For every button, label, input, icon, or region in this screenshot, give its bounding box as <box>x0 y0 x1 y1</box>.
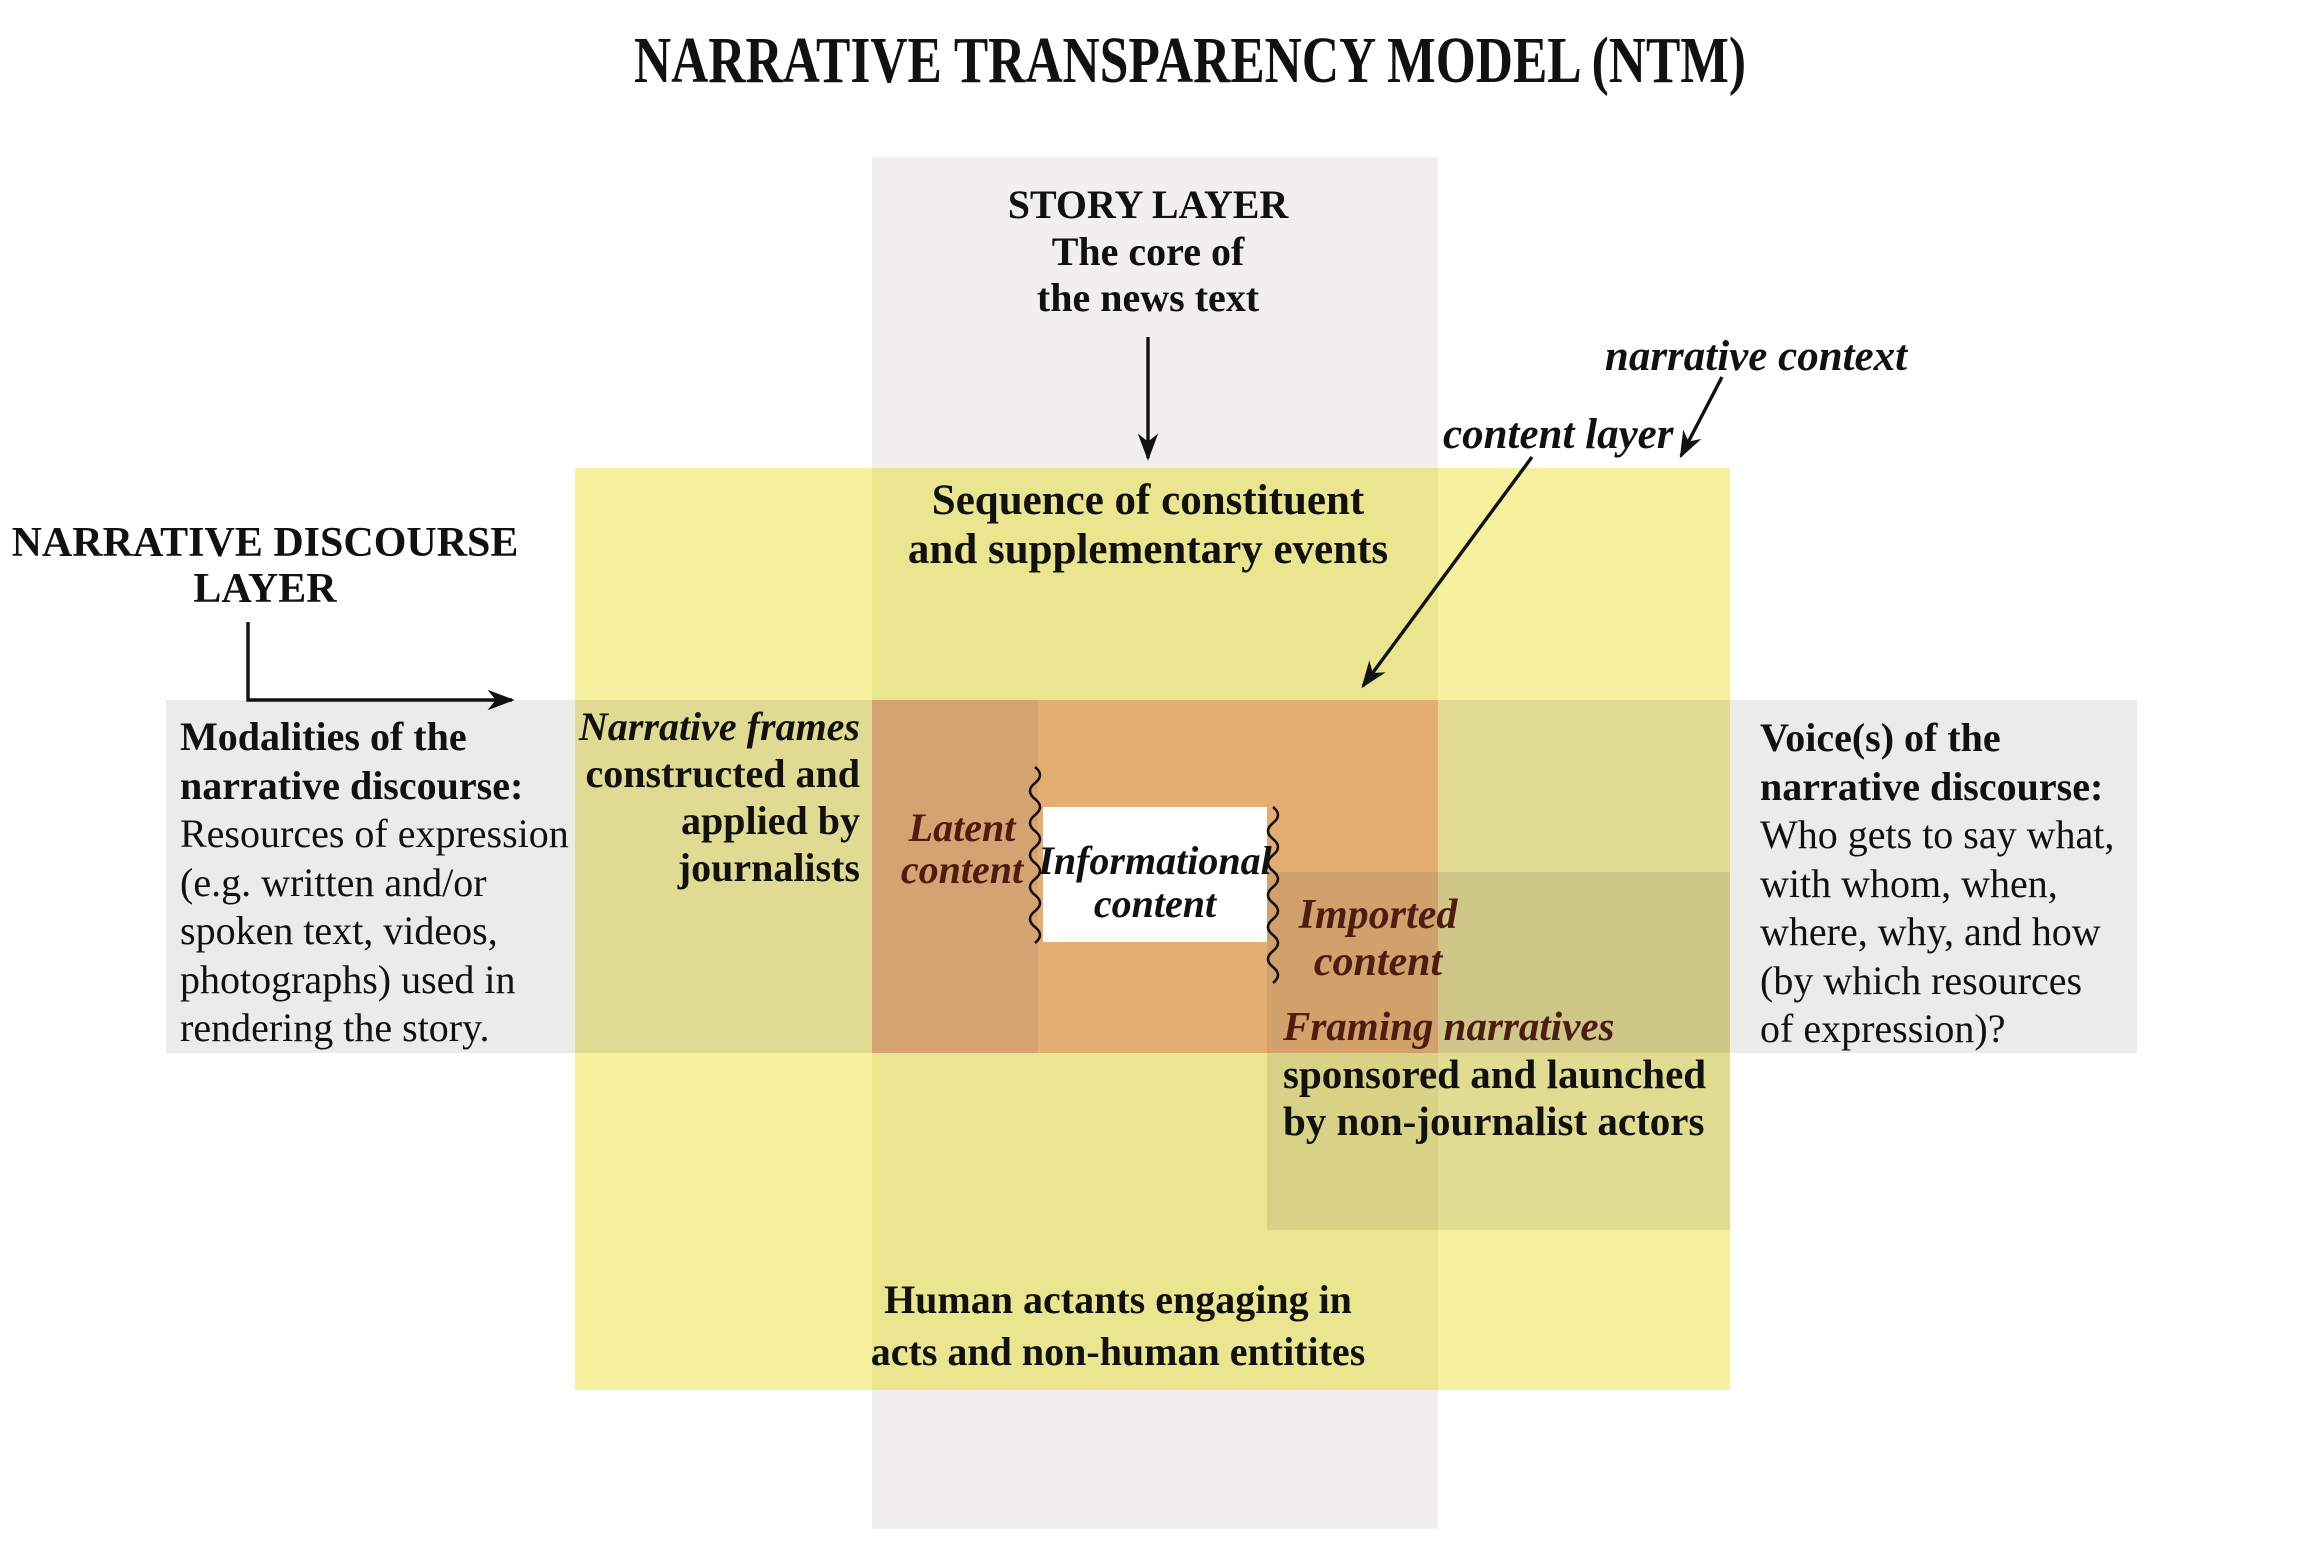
narrative-context-arrow <box>1679 376 1724 459</box>
modalities-bold-line2: narrative discourse: <box>180 762 524 808</box>
diagram-title: NARRATIVE TRANSPARENCY MODEL (NTM) <box>633 24 1747 97</box>
frames-line1: Narrative frames <box>578 704 860 749</box>
latent-line1: Latent <box>908 805 1016 850</box>
voices-text-block: Voice(s) of the narrative discourse: Who… <box>1760 714 2114 1054</box>
frames-line4: journalists <box>677 845 860 890</box>
modalities-text-block: Modalities of the narrative discourse: R… <box>180 713 569 1053</box>
informational-line1: Informational <box>1038 838 1272 883</box>
voices-bold-line1: Voice(s) of the <box>1760 715 2001 760</box>
latent-content-label: Latent content <box>901 807 1023 891</box>
modalities-bold-line1: Modalities of the <box>180 714 467 759</box>
story-layer-line1: STORY LAYER <box>1007 182 1289 227</box>
latent-zone-rect <box>872 700 1038 1053</box>
modalities-body-line4: photographs) used in <box>180 956 516 1002</box>
narrative-discourse-layer-heading: NARRATIVE DISCOURSE LAYER <box>12 520 519 612</box>
modalities-body-line2: (e.g. written and/or <box>180 859 487 905</box>
modalities-body-line3: spoken text, videos, <box>180 908 498 953</box>
frames-line3: applied by <box>681 798 860 843</box>
voices-body-line1: Who gets to say what, <box>1760 812 2115 857</box>
framing-line1: Framing narratives <box>1283 1003 1615 1049</box>
voices-bold-line2: narrative discourse: <box>1760 763 2104 809</box>
narrative-frames-block: Narrative frames constructed and applied… <box>579 703 860 891</box>
modalities-body-line1: Resources of expression <box>180 811 569 856</box>
modalities-body-line5: rendering the story. <box>180 1005 490 1050</box>
framing-line2: sponsored and launched <box>1283 1050 1707 1097</box>
actants-line2: acts and non-human entitites <box>870 1329 1366 1374</box>
voices-body-line3: where, why, and how <box>1760 909 2101 954</box>
actants-line1: Human actants engaging in <box>884 1277 1352 1322</box>
sequence-line1: Sequence of constituent <box>931 477 1365 524</box>
voices-body-line4: (by which resources <box>1760 957 2083 1003</box>
story-layer-line3: the news text <box>1036 275 1260 320</box>
discourse-elbow-arrow <box>246 622 515 711</box>
voices-body-line2: with whom, when, <box>1760 860 2058 906</box>
latent-line2: content <box>900 847 1024 892</box>
informational-content-label: Informational content <box>1038 839 1271 925</box>
story-layer-heading: STORY LAYER The core of the news text <box>1008 182 1289 322</box>
narrative-context-label: narrative context <box>1604 333 1908 380</box>
voices-body-line5: of expression)? <box>1760 1006 2006 1051</box>
framing-narratives-block: Framing narratives sponsored and launche… <box>1283 1003 1706 1146</box>
imported-line2: content <box>1313 939 1443 985</box>
framing-line3: by non-journalist actors <box>1283 1098 1705 1144</box>
sequence-of-events-label: Sequence of constituent and supplementar… <box>908 476 1388 574</box>
content-layer-label: content layer <box>1443 411 1674 458</box>
informational-line2: content <box>1093 881 1217 926</box>
imported-line1: Imported <box>1298 892 1458 938</box>
informational-content-box <box>1043 807 1267 942</box>
framing-overlay-rect <box>1267 872 1730 1230</box>
frames-line2: constructed and <box>585 751 860 796</box>
sequence-line2: and supplementary events <box>907 526 1389 573</box>
ndl-heading-line2: LAYER <box>193 566 337 612</box>
human-actants-block: Human actants engaging in acts and non-h… <box>871 1274 1366 1378</box>
ndl-heading-line1: NARRATIVE DISCOURSE <box>11 520 519 566</box>
imported-content-label: Imported content <box>1299 892 1458 986</box>
story-layer-line2: The core of <box>1051 228 1245 274</box>
